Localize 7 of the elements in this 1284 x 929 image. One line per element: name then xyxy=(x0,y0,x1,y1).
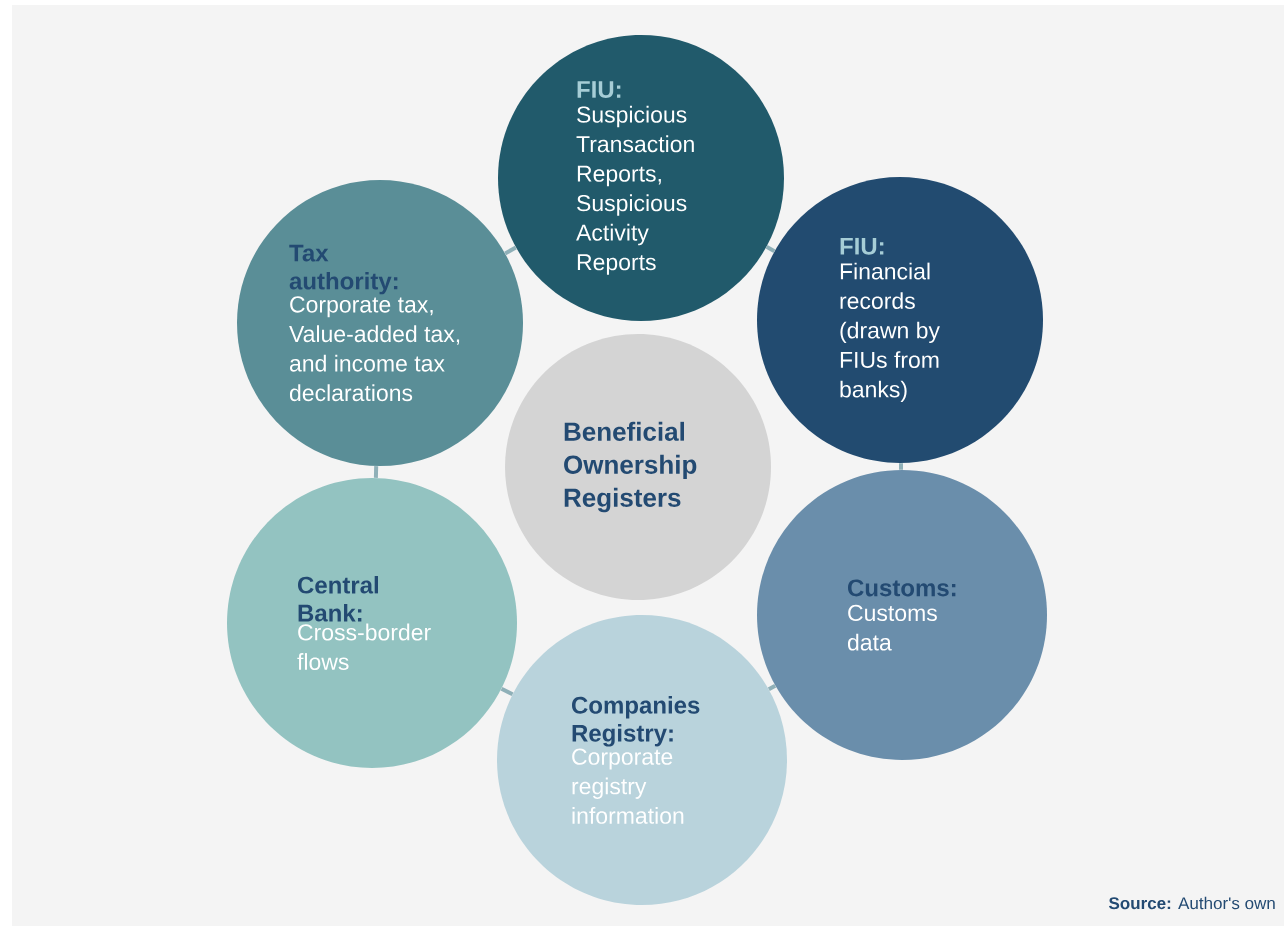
connector-line xyxy=(767,683,777,692)
connector-line xyxy=(373,466,379,478)
source-note: Source: Author's own xyxy=(1108,896,1275,910)
connector-line xyxy=(500,686,514,697)
connector-line xyxy=(504,245,517,256)
connector-line xyxy=(765,245,776,253)
connector-line xyxy=(899,463,904,470)
